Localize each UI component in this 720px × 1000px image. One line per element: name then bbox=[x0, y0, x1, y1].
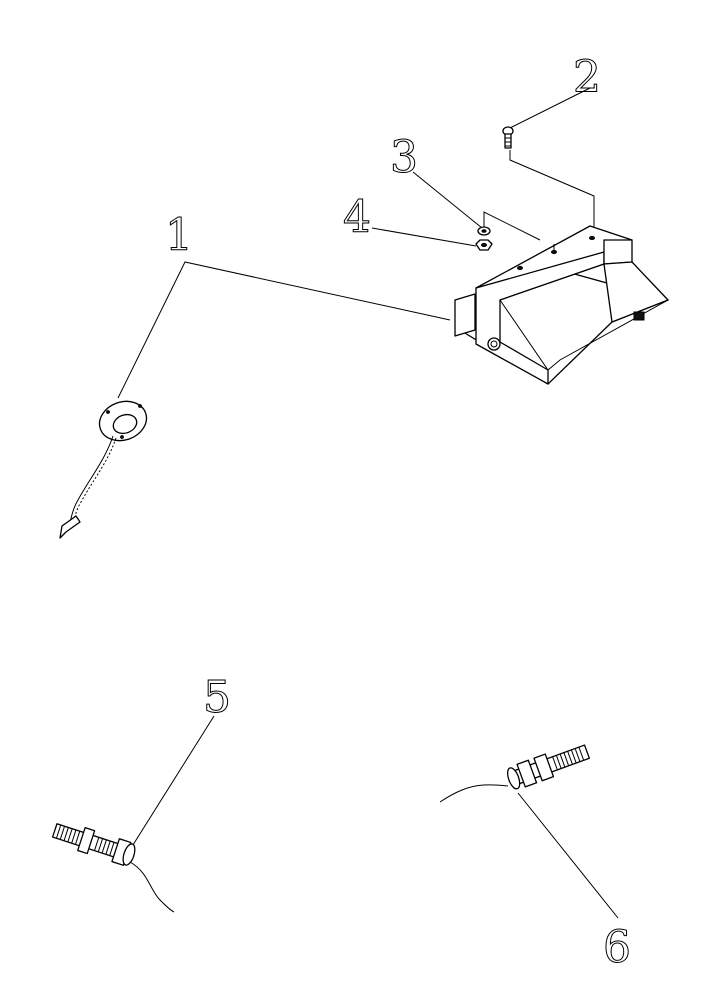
leader-line-5 bbox=[125, 715, 215, 857]
leader-line-1 bbox=[117, 261, 451, 399]
part-bracket-housing bbox=[454, 225, 670, 385]
callout-5: 5 bbox=[203, 672, 231, 723]
part-threaded-sensor-6 bbox=[439, 744, 590, 803]
callout-1: 1 bbox=[165, 210, 193, 261]
callout-2: 2 bbox=[573, 52, 601, 103]
callout-3: 3 bbox=[390, 132, 418, 183]
leader-line-4 bbox=[371, 227, 477, 247]
leader-line-3-4-bracket bbox=[483, 211, 541, 241]
part-threaded-sensor-5 bbox=[51, 823, 175, 913]
callout-6: 6 bbox=[603, 922, 631, 973]
leader-line-2b bbox=[509, 150, 595, 230]
part-sensor-disc bbox=[59, 400, 148, 539]
leader-line-6 bbox=[517, 792, 619, 919]
callout-4: 4 bbox=[343, 192, 371, 243]
part-screw bbox=[502, 126, 514, 149]
leader-lines bbox=[117, 87, 619, 919]
part-nut bbox=[475, 239, 493, 251]
leader-line-2 bbox=[509, 87, 591, 129]
part-washer bbox=[477, 226, 491, 236]
leader-line-3 bbox=[412, 171, 483, 229]
